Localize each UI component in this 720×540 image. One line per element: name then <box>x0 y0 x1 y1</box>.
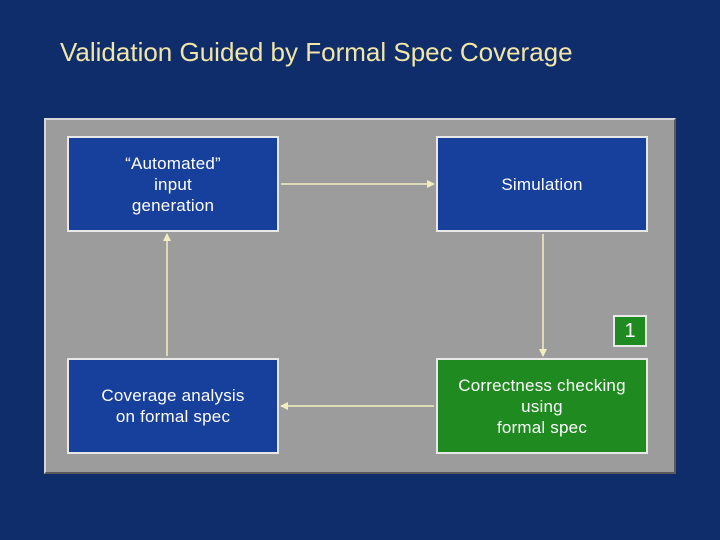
simulation-box: Simulation <box>436 136 648 232</box>
correctness-checking-label: Correctness checking using formal spec <box>458 375 626 437</box>
coverage-analysis-label: Coverage analysis on formal spec <box>101 386 245 426</box>
coverage-analysis-box: Coverage analysis on formal spec <box>67 358 279 454</box>
correctness-checking-box: Correctness checking using formal spec <box>436 358 648 454</box>
automated-input-generation-label: “Automated” input generation <box>125 153 221 215</box>
simulation-label: Simulation <box>501 174 583 194</box>
slide-title: Validation Guided by Formal Spec Coverag… <box>60 37 573 67</box>
automated-input-generation-box: “Automated” input generation <box>67 136 279 232</box>
step-number-badge: 1 <box>613 315 647 347</box>
